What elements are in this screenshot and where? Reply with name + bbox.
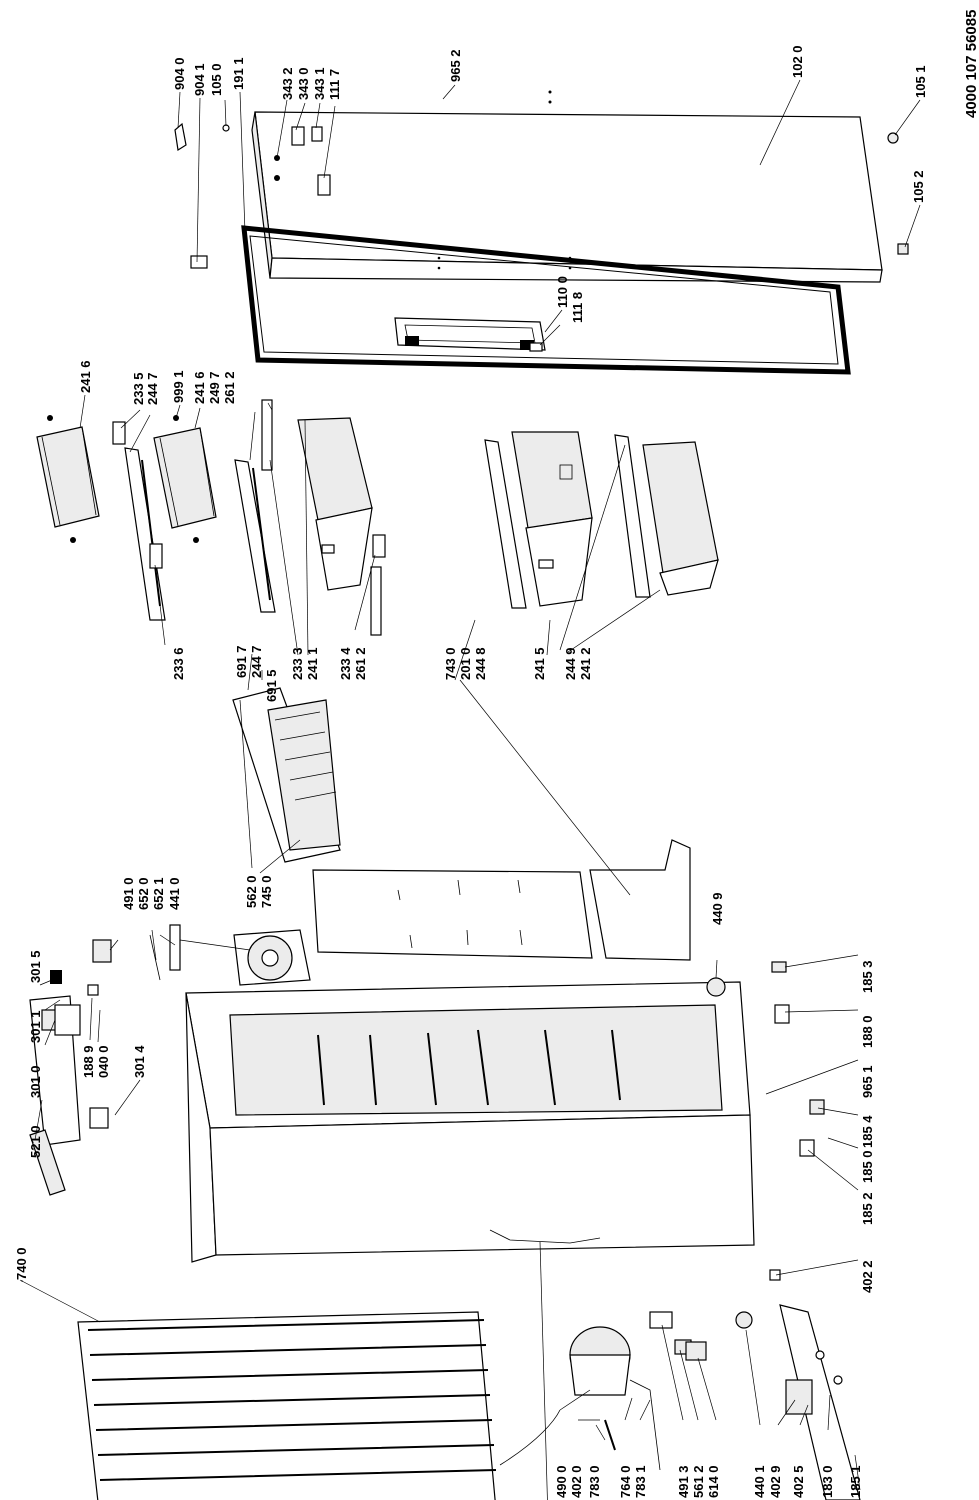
label-040-0: 040 0 bbox=[96, 1045, 111, 1078]
compressor-accessories bbox=[629, 1311, 753, 1471]
label-691-7: 691 7 bbox=[234, 645, 249, 678]
label-301-0: 301 0 bbox=[28, 1065, 43, 1098]
label-244-9: 244 9 bbox=[563, 647, 578, 680]
drawer-upper bbox=[297, 417, 373, 591]
label-261-2-upper: 261 2 bbox=[222, 371, 237, 404]
label-110-0: 110 0 bbox=[555, 276, 570, 308]
door-gasket bbox=[241, 225, 851, 375]
part-labels: 904 0 904 1 105 0 191 1 343 2 343 0 343 … bbox=[14, 10, 979, 1498]
door-feet bbox=[887, 132, 909, 255]
label-783-0: 783 0 bbox=[587, 1465, 602, 1498]
label-965-2: 965 2 bbox=[448, 49, 463, 82]
label-105-1: 105 1 bbox=[913, 65, 928, 98]
label-301-5: 301 5 bbox=[28, 950, 43, 983]
label-745-0: 745 0 bbox=[259, 875, 274, 908]
label-764-0: 764 0 bbox=[618, 1465, 633, 1498]
label-249-7: 249 7 bbox=[207, 371, 222, 404]
label-441-0: 441 0 bbox=[167, 877, 182, 910]
label-241-2: 241 2 bbox=[578, 647, 593, 680]
label-233-6: 233 6 bbox=[171, 647, 186, 680]
label-652-0: 652 0 bbox=[136, 877, 151, 910]
drawer-middle bbox=[511, 431, 593, 607]
label-191-1: 191 1 bbox=[231, 57, 246, 90]
label-233-4: 233 4 bbox=[338, 647, 353, 680]
door-handle bbox=[394, 317, 546, 352]
lower-rear-panel bbox=[589, 839, 691, 961]
label-440-1: 440 1 bbox=[752, 1465, 767, 1498]
label-111-8: 111 8 bbox=[570, 292, 585, 323]
label-743-0: 743 0 bbox=[443, 647, 458, 680]
condenser bbox=[77, 1311, 561, 1500]
label-521-0: 521 0 bbox=[28, 1125, 43, 1158]
label-185-2: 185 2 bbox=[860, 1192, 875, 1225]
label-783-1: 783 1 bbox=[633, 1465, 648, 1498]
label-491-3: 491 3 bbox=[676, 1465, 691, 1498]
label-188-0: 188 0 bbox=[860, 1015, 875, 1048]
evaporator-cover bbox=[232, 687, 341, 863]
label-185-4: 185 4 bbox=[860, 1115, 875, 1148]
label-188-9: 188 9 bbox=[81, 1045, 96, 1078]
label-402-2: 402 2 bbox=[860, 1260, 875, 1293]
leader-lines bbox=[19, 79, 921, 1491]
label-241-6-upper: 241 6 bbox=[78, 360, 93, 393]
rear-panel bbox=[312, 869, 593, 959]
label-241-1: 241 1 bbox=[305, 647, 320, 680]
label-440-9: 440 9 bbox=[710, 892, 725, 925]
label-402-0: 402 0 bbox=[569, 1465, 584, 1498]
label-691-5: 691 5 bbox=[264, 669, 279, 702]
label-241-5: 241 5 bbox=[532, 647, 547, 680]
label-244-8: 244 8 bbox=[473, 647, 488, 680]
base-plate bbox=[779, 1304, 861, 1500]
door-panel bbox=[251, 90, 883, 283]
document-code: 4000 107 56085 bbox=[963, 10, 979, 118]
door-hinge-top bbox=[174, 122, 230, 269]
label-233-3: 233 3 bbox=[290, 647, 305, 680]
glass-shelves bbox=[124, 434, 651, 621]
cabinet-hardware bbox=[706, 961, 825, 1281]
label-111-7: 111 7 bbox=[327, 69, 342, 100]
label-261-2-lower: 261 2 bbox=[353, 647, 368, 680]
label-402-9: 402 9 bbox=[768, 1465, 783, 1498]
power-cord bbox=[489, 1229, 601, 1500]
label-185-1: 185 1 bbox=[848, 1465, 863, 1498]
label-241-6-lower: 241 6 bbox=[192, 371, 207, 404]
label-999-1: 999 1 bbox=[171, 370, 186, 403]
label-185-0: 185 0 bbox=[860, 1150, 875, 1183]
thermostat-parts bbox=[92, 924, 181, 981]
control-panel bbox=[29, 970, 109, 1196]
label-561-2: 561 2 bbox=[691, 1465, 706, 1498]
cabinet bbox=[185, 981, 755, 1263]
label-402-5: 402 5 bbox=[791, 1465, 806, 1498]
label-183-0: 183 0 bbox=[820, 1465, 835, 1498]
door-balcony-upper bbox=[36, 415, 100, 543]
drawer-lower bbox=[642, 441, 719, 596]
label-904-0: 904 0 bbox=[172, 57, 187, 90]
label-343-2: 343 2 bbox=[280, 67, 295, 100]
label-652-1: 652 1 bbox=[151, 877, 166, 910]
label-102-0: 102 0 bbox=[790, 45, 805, 78]
label-233-5: 233 5 bbox=[131, 372, 146, 405]
label-201-0: 201 0 bbox=[458, 647, 473, 680]
door-balcony-lower bbox=[153, 415, 217, 543]
label-491-0: 491 0 bbox=[121, 877, 136, 910]
label-244-7-upper: 244 7 bbox=[145, 372, 160, 405]
label-301-1: 301 1 bbox=[28, 1010, 43, 1043]
label-301-4: 301 4 bbox=[132, 1045, 147, 1078]
label-614-0: 614 0 bbox=[706, 1465, 721, 1498]
label-740-0: 740 0 bbox=[14, 1247, 29, 1280]
compressor bbox=[569, 1326, 631, 1451]
label-965-1: 965 1 bbox=[860, 1065, 875, 1098]
label-490-0: 490 0 bbox=[554, 1465, 569, 1498]
label-185-3: 185 3 bbox=[860, 960, 875, 993]
label-562-0: 562 0 bbox=[244, 875, 259, 908]
label-343-0: 343 0 bbox=[296, 67, 311, 100]
label-105-0: 105 0 bbox=[209, 63, 224, 96]
label-105-2: 105 2 bbox=[911, 170, 926, 203]
label-343-1: 343 1 bbox=[312, 67, 327, 100]
label-904-1: 904 1 bbox=[192, 63, 207, 96]
label-244-7-lower: 244 7 bbox=[249, 645, 264, 678]
fan-assembly bbox=[233, 929, 311, 986]
